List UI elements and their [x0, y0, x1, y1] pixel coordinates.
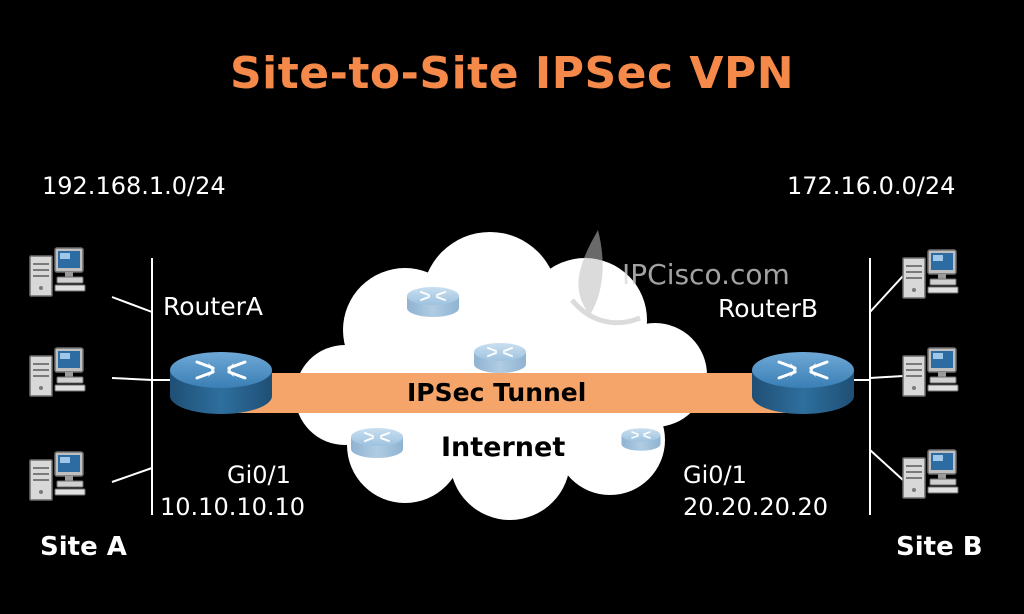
- link-line: [869, 375, 904, 379]
- router-b-icon: [750, 350, 856, 416]
- site-a-label: Site A: [40, 532, 127, 562]
- link-line: [869, 449, 904, 481]
- tunnel-label: IPSec Tunnel: [407, 378, 587, 407]
- site-a-pc-icon: [29, 347, 86, 397]
- site-b-pc-icon: [902, 347, 959, 397]
- ipsec-tunnel-bar: [222, 373, 806, 413]
- cloud-router-icon: [473, 342, 527, 374]
- router-a-icon: [168, 350, 274, 416]
- cloud-router-icon: [350, 427, 404, 459]
- site-b-pc-icon: [902, 449, 959, 499]
- site-a-pc-icon: [29, 451, 86, 501]
- link-line: [111, 377, 153, 381]
- site-b-pc-icon: [902, 249, 959, 299]
- site-a-subnet: 192.168.1.0/24: [42, 172, 226, 200]
- site-a-pc-icon: [29, 247, 86, 297]
- site-b-label: Site B: [896, 532, 983, 562]
- diagram-title: Site-to-Site IPSec VPN: [229, 48, 795, 99]
- cloud-router-icon: [620, 427, 662, 452]
- router-a-interface: Gi0/1: [227, 461, 291, 489]
- link-line: [869, 275, 904, 313]
- router-b-label: RouterB: [718, 294, 818, 323]
- cloud-router-icon: [406, 286, 460, 318]
- link-line: [111, 467, 153, 483]
- router-b-ip: 20.20.20.20: [683, 493, 829, 521]
- router-a-ip: 10.10.10.10: [160, 493, 306, 521]
- site-b-subnet: 172.16.0.0/24: [787, 172, 956, 200]
- router-a-label: RouterA: [163, 292, 263, 321]
- watermark-text: IPCisco.com: [622, 258, 790, 291]
- watermark-logo: [570, 230, 641, 326]
- cloud-label: Internet: [441, 432, 566, 463]
- router-b-interface: Gi0/1: [683, 461, 747, 489]
- link-line: [111, 296, 153, 313]
